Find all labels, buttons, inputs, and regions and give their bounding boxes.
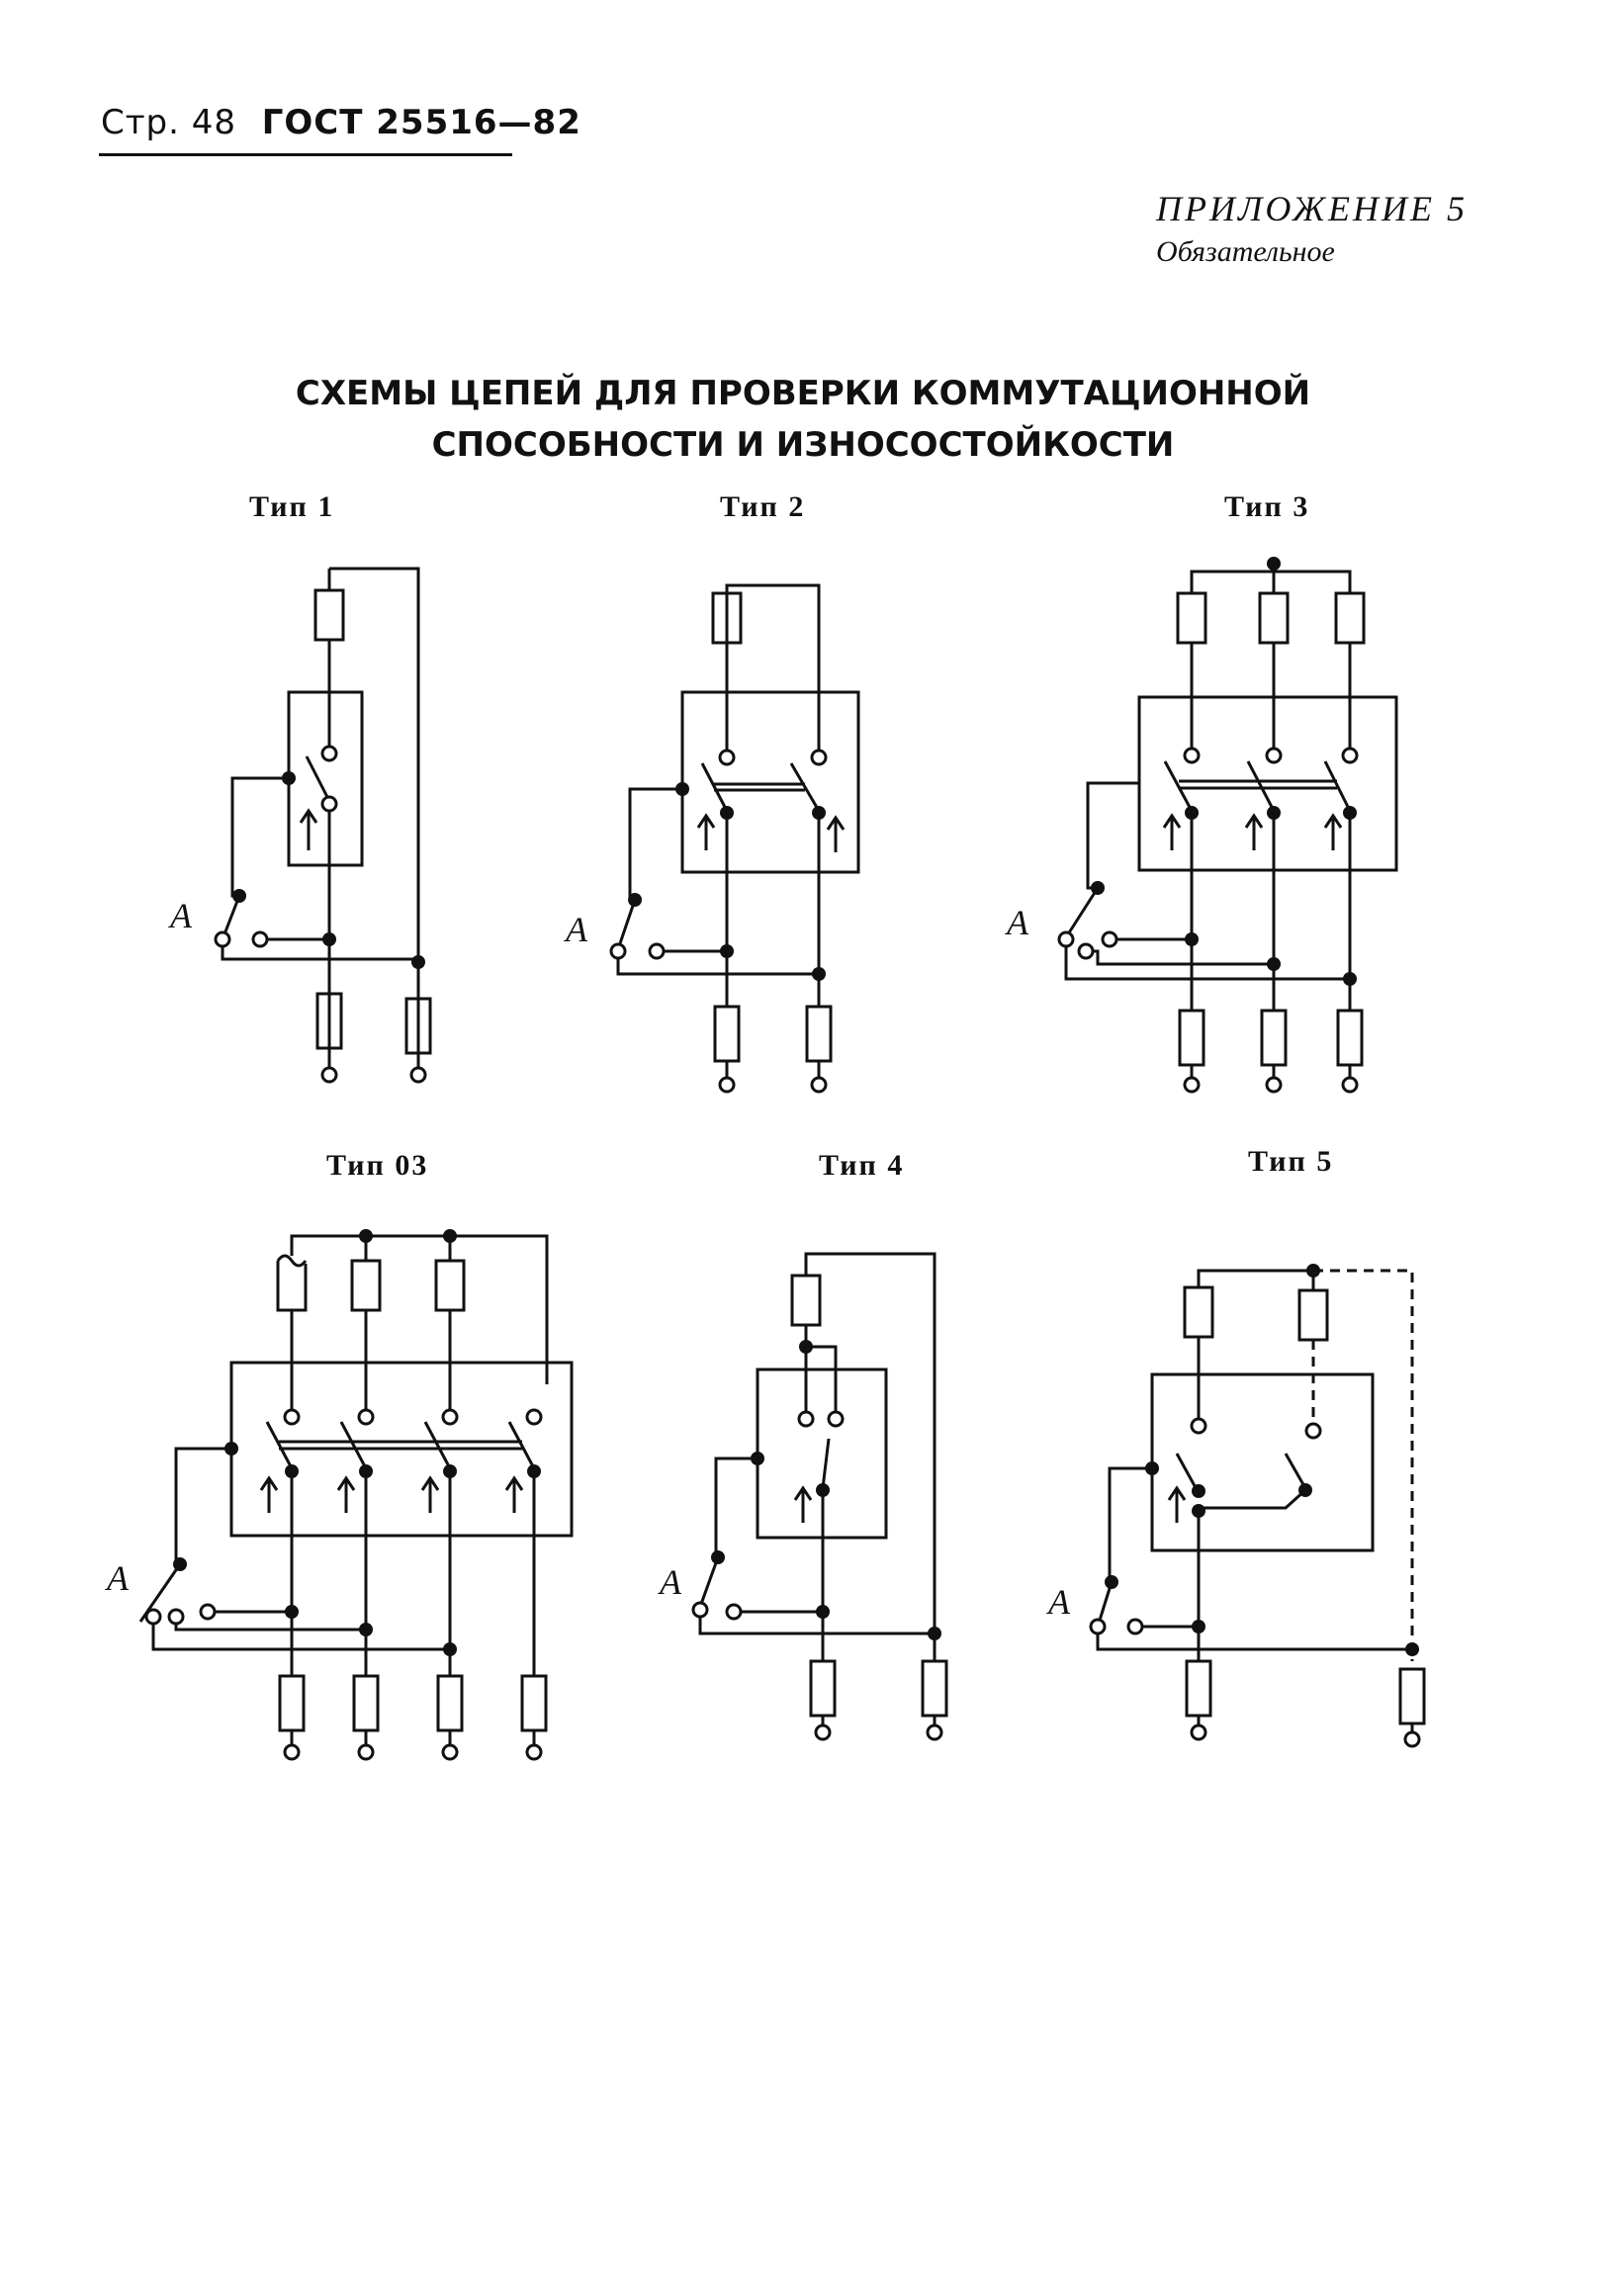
diagram-label-type-1: Тип 1	[249, 490, 335, 523]
circuit-type-03: A	[105, 1229, 574, 1761]
circuit-type-4: A	[658, 1252, 948, 1741]
appendix-block: ПРИЛОЖЕНИЕ 5 Обязательное	[1156, 188, 1468, 269]
header-rule	[99, 153, 512, 156]
switch-label-type-1: A	[168, 896, 193, 935]
standard-code: ГОСТ 25516—82	[261, 103, 581, 142]
circuit-type-2: A	[564, 583, 860, 1094]
switch-label-type-2: A	[564, 910, 588, 949]
document-title: СХЕМЫ ЦЕПЕЙ ДЛЯ ПРОВЕРКИ КОММУТАЦИОННОЙ …	[0, 368, 1606, 471]
circuit-type-3: A	[1005, 557, 1398, 1094]
diagram-label-type-4: Тип 4	[819, 1149, 905, 1182]
appendix-title: ПРИЛОЖЕНИЕ 5	[1156, 189, 1468, 228]
page-header: Стр. 48 ГОСТ 25516—82	[101, 103, 581, 142]
diagram-label-type-5: Тип 5	[1248, 1145, 1334, 1178]
diagram-label-type-3: Тип 3	[1224, 490, 1310, 523]
switch-label-type-3: A	[1005, 903, 1029, 942]
title-line-1: СХЕМЫ ЦЕПЕЙ ДЛЯ ПРОВЕРКИ КОММУТАЦИОННОЙ	[295, 374, 1311, 413]
switch-label-type-4: A	[658, 1562, 682, 1602]
circuit-type-5: A	[1046, 1264, 1426, 1748]
page-number: Стр. 48	[101, 103, 237, 142]
appendix-status: Обязательное	[1156, 235, 1335, 268]
switch-label-type-03: A	[105, 1558, 130, 1598]
switch-label-type-5: A	[1046, 1582, 1071, 1622]
circuit-type-1: A	[168, 567, 432, 1084]
diagram-label-type-03: Тип 03	[326, 1149, 429, 1182]
title-line-2: СПОСОБНОСТИ И ИЗНОСОСТОЙКОСТИ	[431, 425, 1175, 465]
diagram-label-type-2: Тип 2	[720, 490, 806, 523]
